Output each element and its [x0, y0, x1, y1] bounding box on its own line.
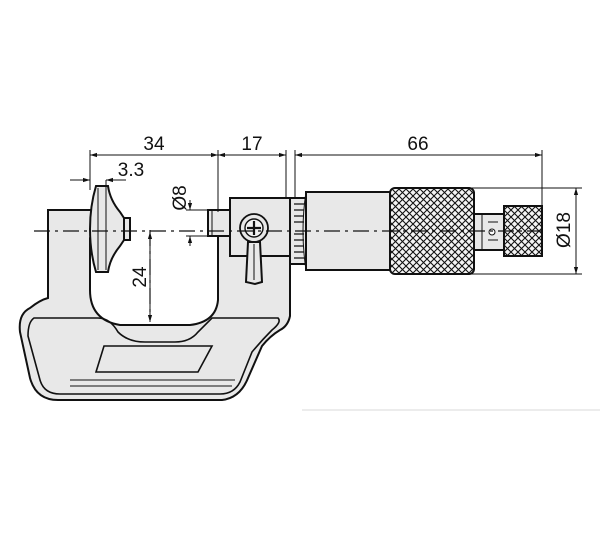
- dimension-label-34: 34: [143, 134, 165, 155]
- dimension-label-17: 17: [241, 134, 262, 155]
- dimension-label-66: 66: [407, 134, 428, 155]
- micrometer-frame: [18, 209, 291, 401]
- anvil-disc: [88, 185, 131, 273]
- ratchet-neck: [473, 213, 505, 251]
- dimension-label-24: 24: [130, 266, 151, 288]
- dimension-label-3-3: 3.3: [118, 160, 144, 181]
- dimension-lines: [70, 150, 600, 411]
- lock-lever: [244, 241, 264, 286]
- spindle: [207, 209, 233, 237]
- dimension-label-diameter-8: Ø8: [170, 185, 191, 210]
- lock-screw-icon: [239, 213, 269, 243]
- dimension-label-diameter-18: Ø18: [554, 212, 575, 248]
